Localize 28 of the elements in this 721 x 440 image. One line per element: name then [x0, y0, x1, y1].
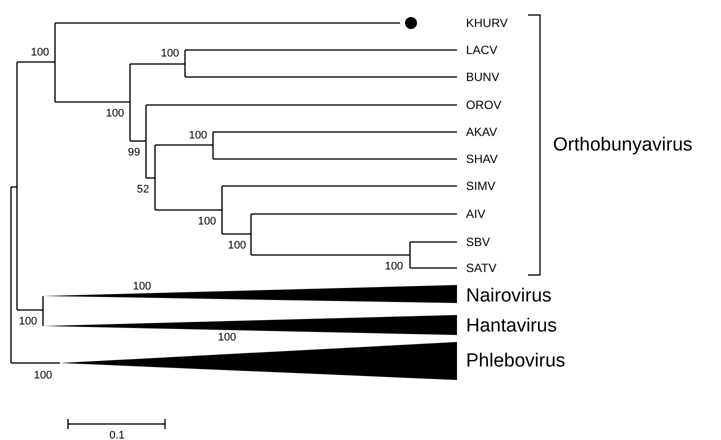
taxon-label: AKAV	[466, 126, 498, 138]
bootstrap-value: 100	[18, 316, 38, 328]
bootstrap-value: 99	[128, 148, 140, 158]
bootstrap-value: 100	[188, 130, 208, 142]
clade-label: Phlebovirus	[466, 352, 566, 370]
taxon-label: AIV	[466, 208, 486, 220]
taxon-label: LACV	[466, 44, 498, 56]
bootstrap-value: 52	[136, 184, 150, 196]
bootstrap-value: 100	[132, 282, 152, 292]
taxon-label: OROV	[466, 99, 502, 111]
taxon-label: KHURV	[466, 17, 508, 29]
taxon-label: SATV	[466, 262, 496, 274]
bootstrap-value: 100	[34, 370, 52, 382]
group-label: Orthobunyavirus	[553, 136, 692, 154]
taxon-label: SHAV	[466, 153, 498, 165]
bootstrap-value: 100	[160, 48, 180, 60]
bootstrap-value: 100	[198, 216, 216, 228]
scale-label: 0.1	[109, 430, 125, 440]
bootstrap-value: 100	[218, 332, 236, 344]
taxon-label: SIMV	[466, 180, 496, 192]
taxon-label: SBV	[466, 236, 490, 248]
bootstrap-value: 100	[384, 262, 404, 272]
bootstrap-value: 100	[106, 108, 124, 120]
bootstrap-value: 100	[30, 48, 50, 58]
clade-label: Hantavirus	[466, 316, 557, 336]
bootstrap-value: 100	[228, 240, 246, 252]
clade-label: Nairovirus	[466, 286, 552, 306]
taxon-label: BUNV	[466, 71, 500, 83]
